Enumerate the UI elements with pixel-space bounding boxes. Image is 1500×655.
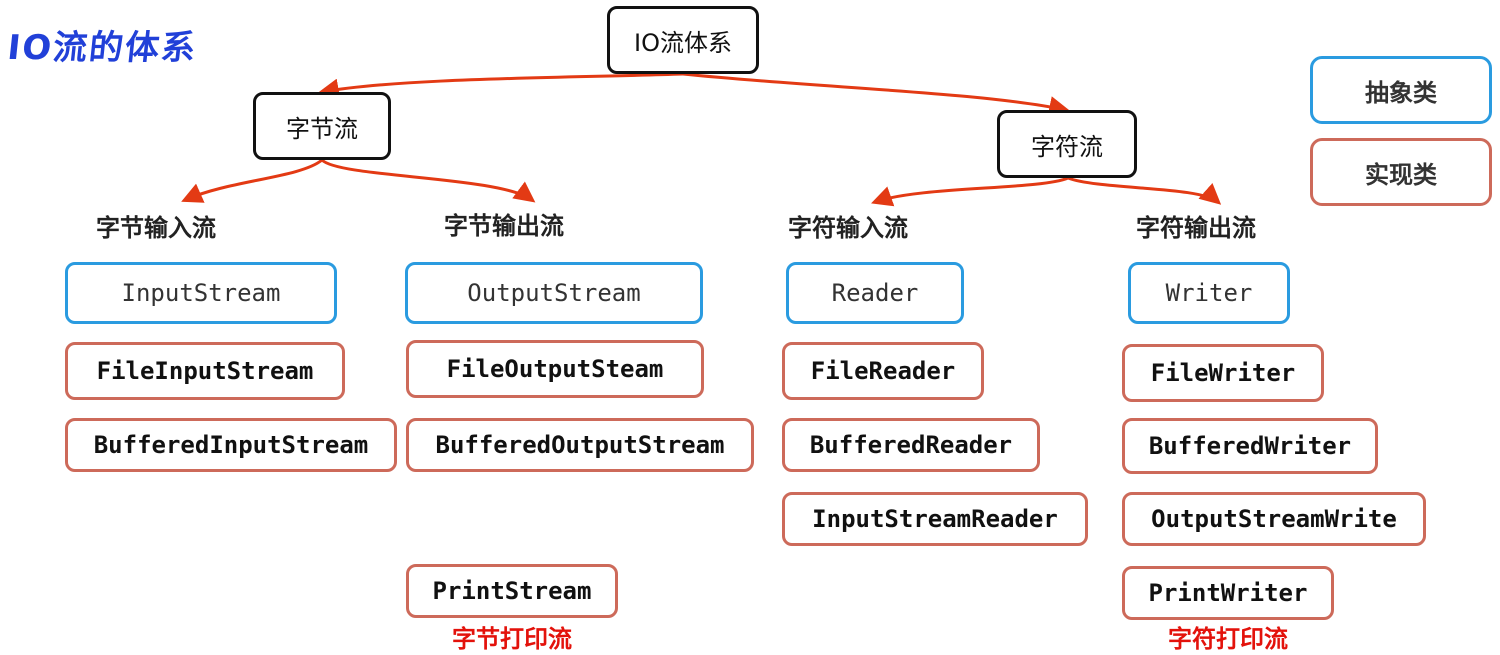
class-inputstream: InputStream [65,262,337,324]
char-output-label: 字符输出流 [1136,214,1256,242]
class-inputstreamreader: InputStreamReader [782,492,1088,546]
root-node: IO流体系 [607,6,759,74]
class-printwriter: PrintWriter [1122,566,1334,620]
class-bufferedinputstream: BufferedInputStream [65,418,397,472]
arrow-byte-to-output [320,158,536,203]
arrow-root-to-char-stream [682,72,1071,117]
byte-output-label: 字节输出流 [444,212,564,240]
class-outputstream: OutputStream [405,262,703,324]
char-input-label: 字符输入流 [788,214,908,242]
class-bufferedwriter: BufferedWriter [1122,418,1378,474]
class-fileoutputsteam: FileOutputSteam [406,340,704,398]
arrow-root-to-byte-stream [317,72,684,100]
arrow-byte-to-input [181,158,323,203]
char-stream-node: 字符流 [997,110,1137,178]
legend-abstract: 抽象类 [1310,56,1492,124]
byte-input-label: 字节输入流 [96,214,216,242]
class-writer: Writer [1128,262,1290,324]
class-filewriter: FileWriter [1122,344,1324,402]
class-bufferedreader: BufferedReader [782,418,1040,472]
class-printstream: PrintStream [406,564,618,618]
arrow-char-to-input [871,176,1069,207]
byte-stream-node: 字节流 [253,92,391,160]
class-filereader: FileReader [782,342,984,400]
class-reader: Reader [786,262,964,324]
class-bufferedoutputstream: BufferedOutputStream [406,418,754,472]
char-print-caption: 字符打印流 [1168,625,1288,653]
byte-print-caption: 字节打印流 [452,625,572,653]
legend-implementation: 实现类 [1310,138,1492,206]
arrow-char-to-output [1067,176,1222,205]
class-fileinputstream: FileInputStream [65,342,345,400]
class-outputstreamwrite: OutputStreamWrite [1122,492,1426,546]
